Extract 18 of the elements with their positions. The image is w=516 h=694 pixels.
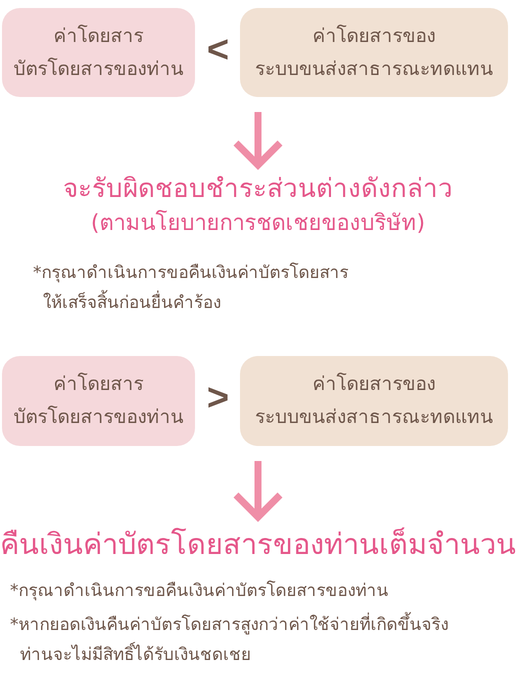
- fare-text: ค่าโดยสารบัตรโดยสารของท่าน: [12, 24, 184, 82]
- fare-text: ค่าโดยสารของระบบขนส่งสาธารณะทดแทน: [254, 24, 494, 82]
- footnote: *กรุณาดำเนินการขอคืนเงินค่าบัตรโดยสารของท่าน: [10, 580, 390, 603]
- footnote: *หากยอดเงินคืนค่าบัตรโดยสารสูงกว่าค่าใช้จ่ายที่เกิดขึ้นจริงท่านจะไม่มีสิทธิ์ได้รับเงินชดเชย: [10, 610, 458, 670]
- footnote: *กรุณาดำเนินการขอคืนเงินค่าบัตรโดยสารให้เสร็จสิ้นก่อนยื่นคำร้อง: [33, 262, 350, 315]
- greater-than-sign: >: [206, 378, 230, 418]
- result-heading: คืนเงินค่าบัตรโดยสารของท่านเต็มจำนวน: [0, 522, 516, 566]
- fare-text: ค่าโดยสารบัตรโดยสารของท่าน: [12, 372, 184, 430]
- fare-card: [2, 356, 195, 446]
- arrow: [232, 461, 284, 520]
- fare-card: [240, 8, 508, 97]
- less-than-sign: <: [206, 30, 230, 70]
- fare-card: [240, 356, 508, 446]
- arrow: [232, 112, 284, 168]
- policy-subheading: (ตามนโยบายการชดเชยของบริษัท): [90, 209, 426, 238]
- fare-text: ค่าโดยสารของระบบขนส่งสาธารณะทดแทน: [254, 372, 494, 430]
- result-heading: จะรับผิดชอบชำระส่วนต่างดังกล่าว: [62, 173, 454, 206]
- fare-card: [2, 8, 195, 97]
